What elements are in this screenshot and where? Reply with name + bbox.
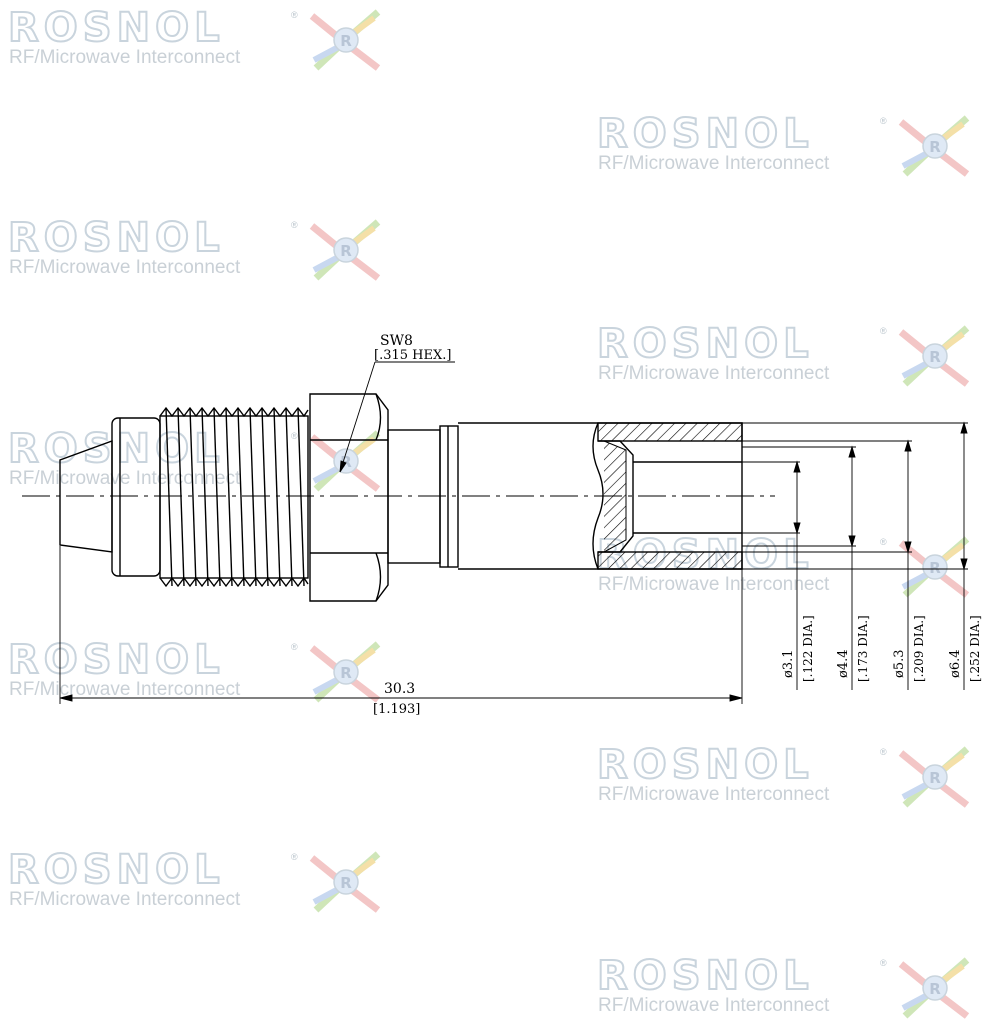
watermark-registered-mark: ® xyxy=(880,747,887,757)
watermark: ROSNOL ® RF/Microwave Interconnect R xyxy=(596,321,977,392)
watermark: ROSNOL ® RF/Microwave Interconnect R xyxy=(7,5,388,76)
watermark-brand: ROSNOL xyxy=(7,215,225,261)
watermark-brand: ROSNOL xyxy=(7,426,225,472)
logo-letter: R xyxy=(929,769,941,787)
dia-6-4-label: ø6.4 xyxy=(948,649,963,678)
watermark-tagline: RF/Microwave Interconnect xyxy=(598,363,830,384)
drawing-canvas: ROSNOL ® RF/Microwave Interconnect R ROS… xyxy=(7,5,982,1019)
dia-5-3-imperial-label: [.209 DIA.] xyxy=(912,615,926,682)
connector-body xyxy=(22,393,775,602)
watermark-tagline: RF/Microwave Interconnect xyxy=(598,153,830,174)
logo-letter: R xyxy=(929,559,941,577)
dimension-lines xyxy=(59,361,968,704)
thread-section xyxy=(159,406,309,588)
watermark-registered-mark: ® xyxy=(291,642,298,652)
rosnol-logo-icon: R xyxy=(309,9,381,71)
rosnol-logo-icon: R xyxy=(898,746,970,808)
watermark-registered-mark: ® xyxy=(291,852,298,862)
hex-nut xyxy=(309,393,389,602)
watermark: ROSNOL ® RF/Microwave Interconnect R xyxy=(7,637,388,708)
logo-letter: R xyxy=(340,32,352,50)
watermark-tagline: RF/Microwave Interconnect xyxy=(598,784,830,805)
flange xyxy=(439,425,459,568)
watermark-registered-mark: ® xyxy=(880,537,887,547)
watermark: ROSNOL ® RF/Microwave Interconnect R xyxy=(596,111,977,182)
logo-letter: R xyxy=(340,664,352,682)
rosnol-logo-icon: R xyxy=(309,641,381,703)
dia-4-4-imperial-label: [.173 DIA.] xyxy=(856,615,870,682)
watermark: ROSNOL ® RF/Microwave Interconnect R xyxy=(596,742,977,813)
hex-leader-line xyxy=(339,361,376,473)
watermark-tagline: RF/Microwave Interconnect xyxy=(9,889,241,910)
logo-letter: R xyxy=(929,138,941,156)
length-imperial-label: [1.193] xyxy=(373,702,420,717)
watermark-tagline: RF/Microwave Interconnect xyxy=(9,468,241,489)
rosnol-logo-icon: R xyxy=(898,325,970,387)
watermark: ROSNOL ® RF/Microwave Interconnect R xyxy=(7,847,388,918)
watermark-brand: ROSNOL xyxy=(596,321,814,367)
watermark-tagline: RF/Microwave Interconnect xyxy=(9,47,241,68)
watermark-brand: ROSNOL xyxy=(596,953,814,999)
watermark-tagline: RF/Microwave Interconnect xyxy=(598,574,830,595)
logo-letter: R xyxy=(929,980,941,998)
dia-5-3-label: ø5.3 xyxy=(892,649,907,678)
dia-4-4-label: ø4.4 xyxy=(836,649,851,678)
watermark: ROSNOL ® RF/Microwave Interconnect R xyxy=(7,215,388,286)
rosnol-logo-icon: R xyxy=(309,851,381,913)
hex-size-label: SW8 xyxy=(380,333,413,349)
length-label: 30.3 xyxy=(384,681,415,697)
rosnol-logo-icon: R xyxy=(309,219,381,281)
watermark-registered-mark: ® xyxy=(291,10,298,20)
logo-letter: R xyxy=(340,874,352,892)
dia-3-1-label: ø3.1 xyxy=(781,649,796,678)
annotations: SW8 [.315 HEX.] 30.3 [1.193] ø3.1 [.122 … xyxy=(373,333,982,717)
dia-6-4-imperial-label: [.252 DIA.] xyxy=(968,615,982,682)
logo-letter: R xyxy=(340,242,352,260)
watermark-tagline: RF/Microwave Interconnect xyxy=(9,679,241,700)
watermark-brand: ROSNOL xyxy=(596,111,814,157)
watermark-registered-mark: ® xyxy=(291,220,298,230)
crimp-tube xyxy=(458,422,743,570)
watermark-registered-mark: ® xyxy=(880,326,887,336)
insulator-cap xyxy=(111,417,161,577)
watermark-brand: ROSNOL xyxy=(596,742,814,788)
dia-3-1-imperial-label: [.122 DIA.] xyxy=(801,615,815,682)
watermark-registered-mark: ® xyxy=(291,431,298,441)
hex-size-imperial-label: [.315 HEX.] xyxy=(374,348,451,363)
rosnol-logo-icon: R xyxy=(898,115,970,177)
watermark-registered-mark: ® xyxy=(880,116,887,126)
watermark-brand: ROSNOL xyxy=(7,637,225,683)
watermark-registered-mark: ® xyxy=(880,958,887,968)
watermark-tagline: RF/Microwave Interconnect xyxy=(9,257,241,278)
logo-letter: R xyxy=(929,348,941,366)
watermark-brand: ROSNOL xyxy=(7,5,225,51)
connector-drawing: SW8 [.315 HEX.] 30.3 [1.193] ø3.1 [.122 … xyxy=(22,333,982,717)
watermark-brand: ROSNOL xyxy=(7,847,225,893)
break-line xyxy=(592,422,604,570)
